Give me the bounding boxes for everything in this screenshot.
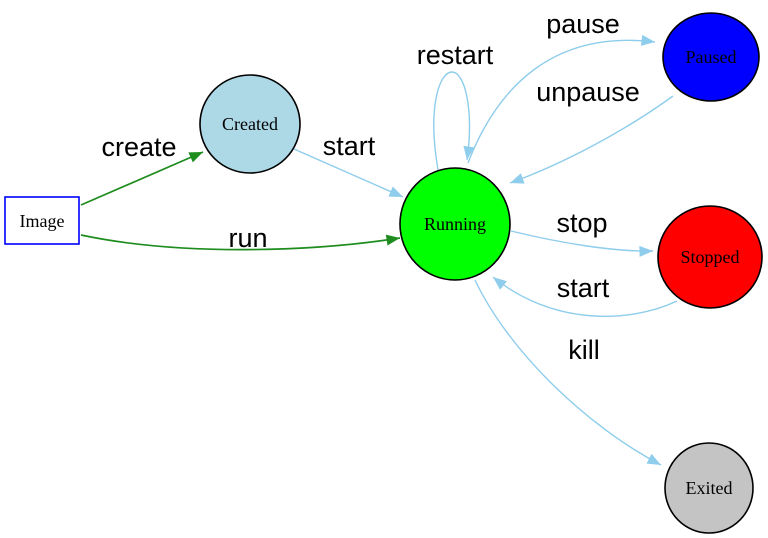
node-stopped: Stopped <box>657 205 763 309</box>
node-paused: Paused <box>662 12 760 102</box>
node-created-label: Created <box>222 114 278 134</box>
edge-unpause-label: unpause <box>536 77 640 107</box>
edge-kill: kill <box>474 279 662 466</box>
edge-restart-path <box>433 71 475 171</box>
edge-start-created-to-running: start <box>293 131 404 198</box>
edge-kill-path <box>474 279 662 466</box>
edge-create: create <box>80 132 204 206</box>
edge-create-path <box>80 151 204 206</box>
node-exited: Exited <box>664 442 754 534</box>
edge-pause-path <box>467 34 656 164</box>
node-paused-shape <box>662 12 760 102</box>
node-exited-shape <box>664 442 754 534</box>
node-created: Created <box>199 74 301 174</box>
edge-stop-label: stop <box>556 208 607 238</box>
node-exited-label: Exited <box>686 478 733 498</box>
edge-unpause-path <box>509 95 674 184</box>
edge-restart-label: restart <box>417 40 494 70</box>
edge-stop: stop <box>510 208 654 257</box>
edge-stop-path <box>510 230 654 257</box>
edge-start-created-label: start <box>323 131 376 161</box>
node-stopped-label: Stopped <box>680 247 739 267</box>
edge-start-stopped-path <box>492 276 678 318</box>
edge-start-created-path <box>293 148 404 198</box>
edge-start-stopped-to-running: start <box>492 273 678 318</box>
edge-unpause: unpause <box>509 77 674 184</box>
edge-create-label: create <box>101 132 176 162</box>
edge-restart-self-loop: restart <box>417 40 494 171</box>
node-stopped-shape <box>657 205 763 309</box>
node-paused-label: Paused <box>686 47 737 67</box>
edge-run: run <box>80 223 401 253</box>
edge-run-path <box>80 234 401 251</box>
edge-pause: pause <box>467 9 656 164</box>
node-running: Running <box>399 167 511 281</box>
edge-kill-label: kill <box>568 335 600 365</box>
node-image-shape <box>4 196 80 245</box>
node-running-shape <box>399 167 511 281</box>
node-running-label: Running <box>424 214 486 234</box>
node-created-shape <box>199 74 301 174</box>
node-image: Image <box>4 196 80 245</box>
edge-start-stopped-label: start <box>557 273 610 303</box>
edge-pause-label: pause <box>546 9 620 39</box>
edge-run-label: run <box>228 223 267 253</box>
node-image-label: Image <box>20 211 65 231</box>
